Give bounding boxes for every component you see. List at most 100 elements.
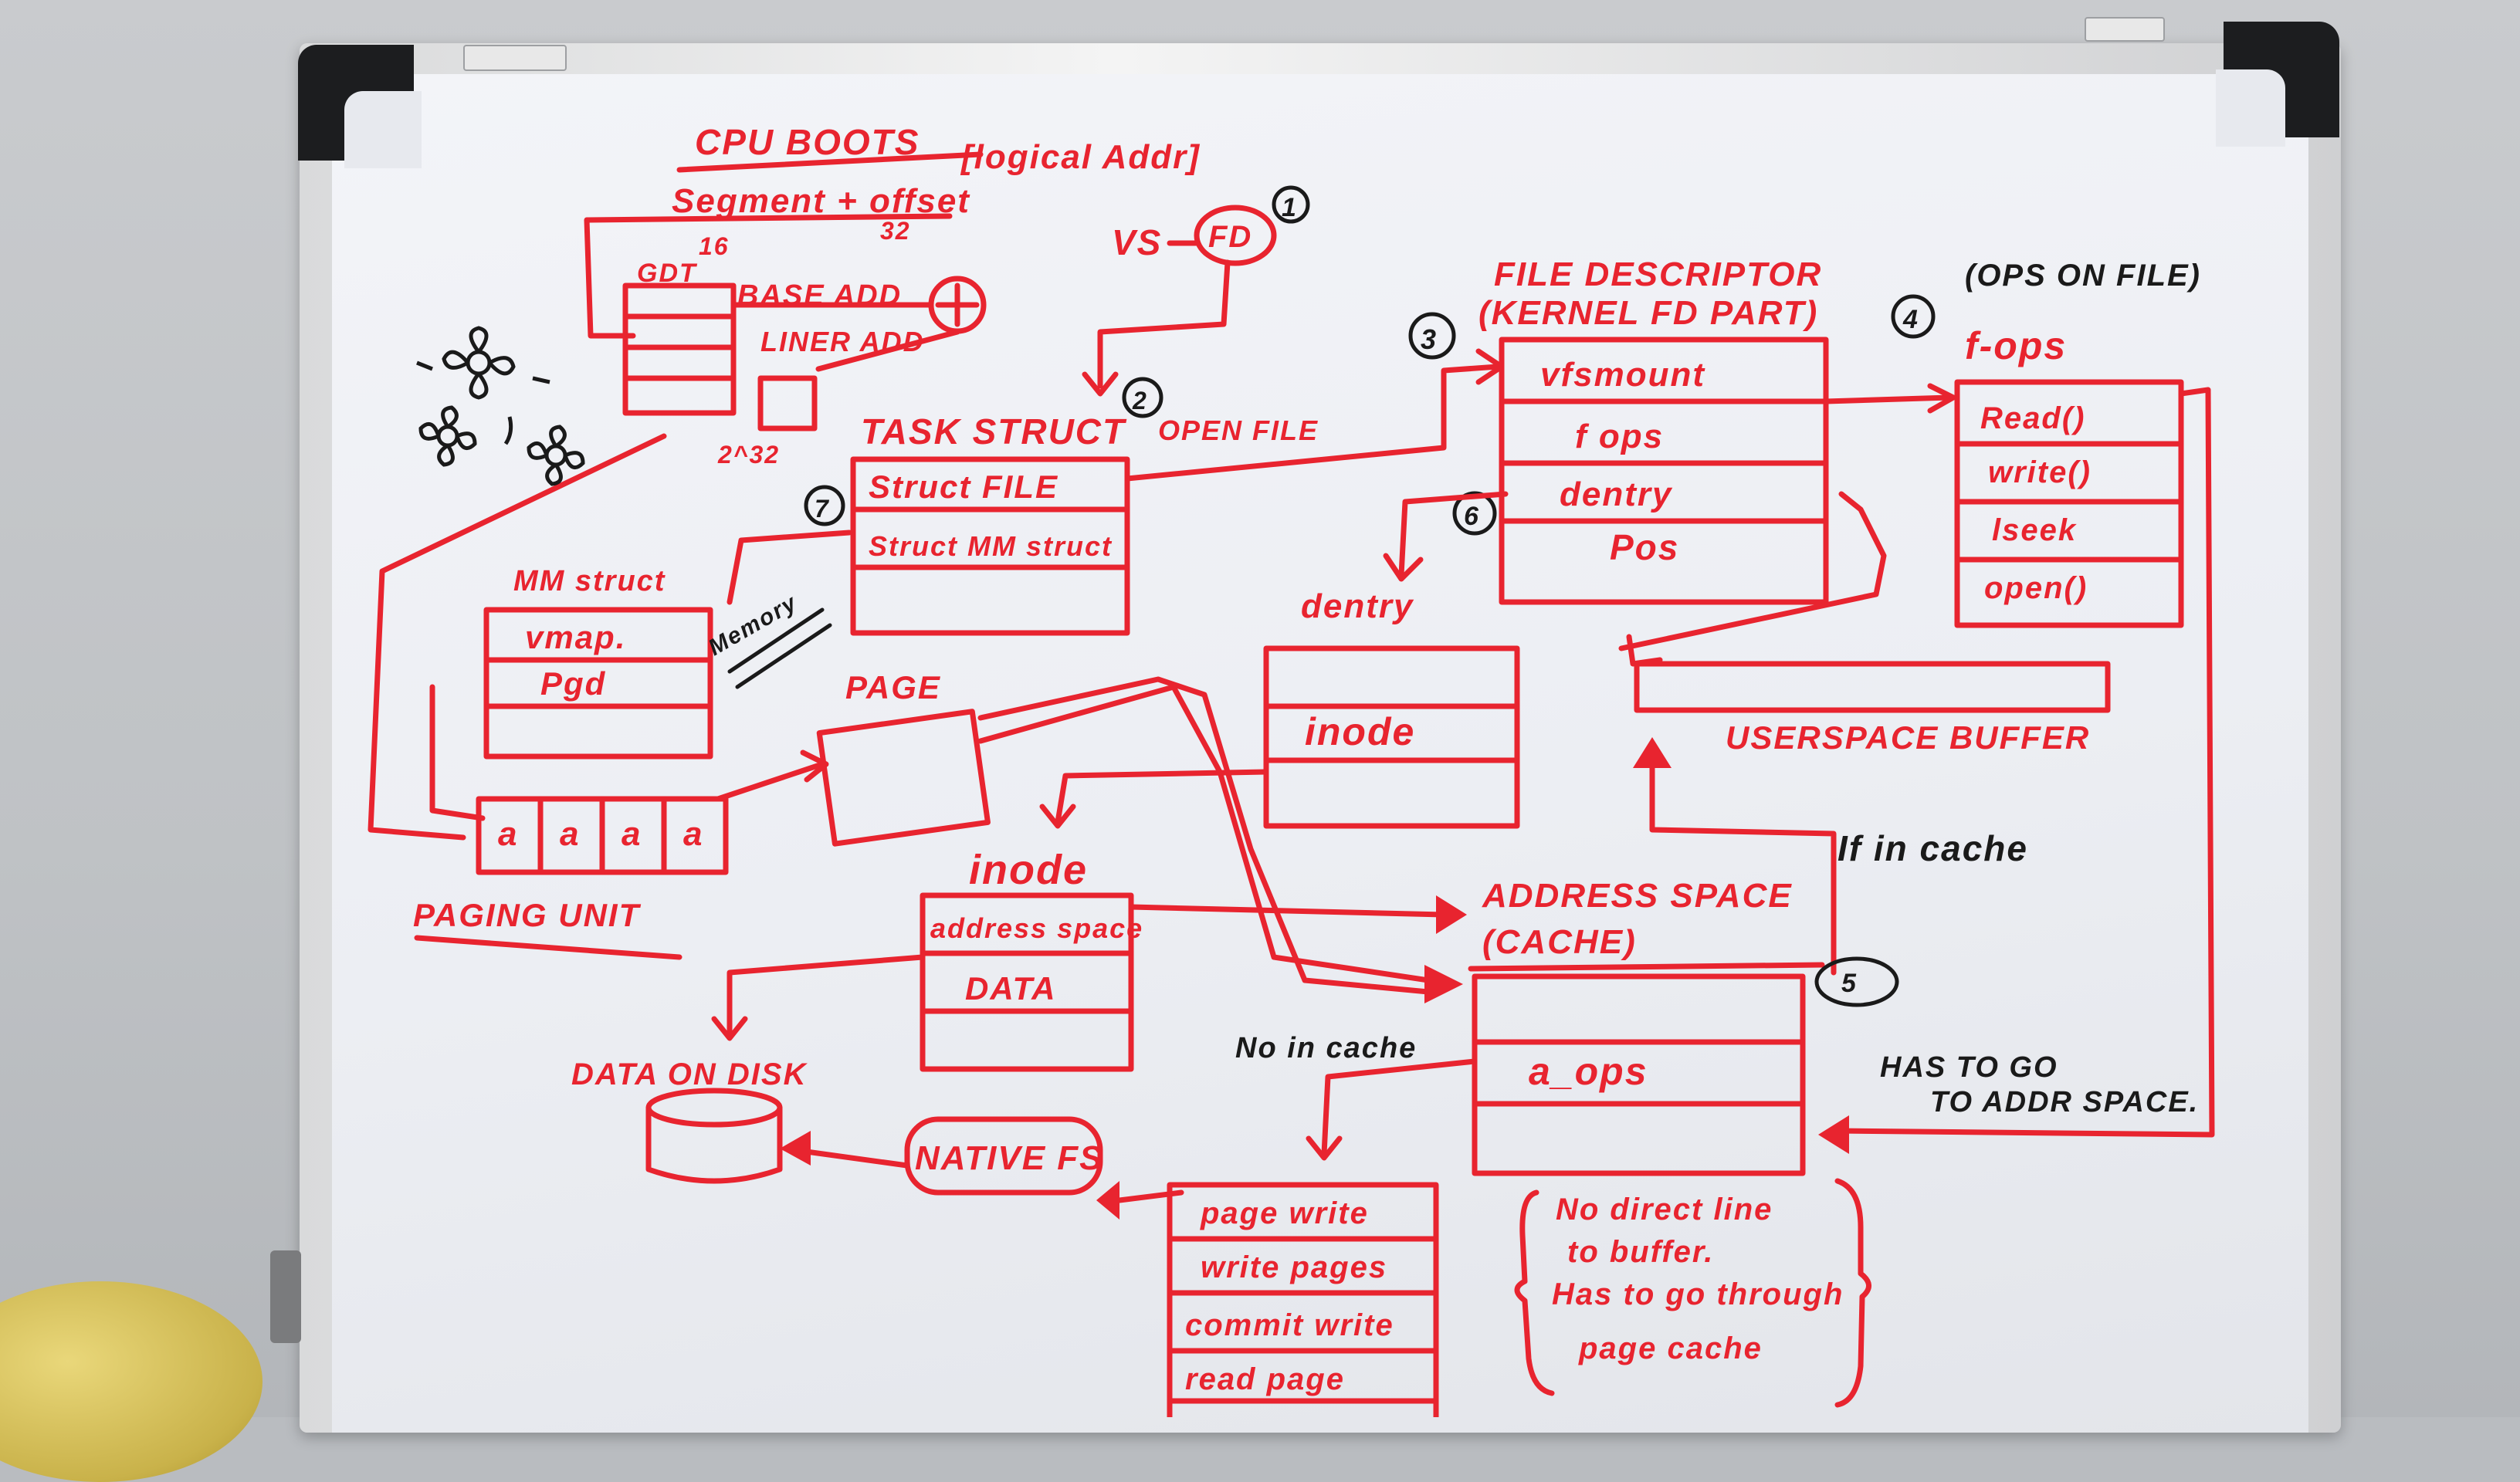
marker-circle-3 (1408, 312, 1456, 360)
marker-tray-clip (2085, 17, 2165, 42)
frame-corner-top-right (2216, 22, 2339, 147)
data-on-disk-label: DATA ON DISK (571, 1057, 808, 1091)
inode-title: inode (969, 847, 1088, 893)
whiteboard-drawing: CPU BOOTS Segment + offset 16 32 [logica… (368, 122, 2215, 1417)
arrowhead (1306, 1135, 1343, 1161)
segment-loop (584, 213, 953, 339)
marker-circle-6 (1452, 491, 1497, 536)
ops-on-file: (OPS ON FILE) (1965, 259, 2201, 293)
marker-3: 3 (1421, 323, 1438, 355)
dentry-row-inode: inode (1305, 710, 1415, 753)
fops-write: write() (1988, 455, 2092, 489)
pgd-to-paging-line (429, 684, 486, 821)
task-to-mm-arrow (727, 530, 852, 605)
aops-readpage: read page (1185, 1362, 1345, 1396)
file-descriptor-title: FILE DESCRIPTOR (1494, 255, 1822, 293)
arrowhead (711, 1016, 748, 1041)
page-box (816, 709, 991, 847)
arrowhead (1383, 553, 1424, 582)
cache-to-buffer-line (1649, 761, 1837, 976)
logical-address: [logical Addr] (960, 138, 1201, 176)
aops-functions-rows (1167, 1236, 1439, 1404)
underline (676, 151, 984, 173)
paging-unit-label: PAGING UNIT (413, 897, 642, 933)
address-space-box (1472, 973, 1806, 1176)
vs-label: VS (1112, 222, 1162, 262)
fops-lseek: lseek (1992, 513, 2077, 547)
liner-add: LINER ADD (760, 326, 925, 357)
fops-arrow (1823, 394, 1953, 404)
marker-7: 7 (815, 495, 830, 523)
marker-circle-1 (1272, 185, 1310, 224)
file-descriptor-box (1499, 337, 1829, 605)
task-row-file: Struct FILE (869, 469, 1058, 505)
fd-circle (1194, 205, 1277, 266)
note-line-4: page cache (1578, 1331, 1763, 1365)
marker-circle-2 (1122, 377, 1163, 418)
dentry-rows (1263, 703, 1520, 763)
offset-bits: 32 (880, 217, 911, 245)
aops-pagewrite: page write (1200, 1196, 1369, 1230)
note-line-2: to buffer. (1567, 1235, 1714, 1269)
userspace-buffer-box (1634, 661, 2111, 713)
title-cpu-boots: CPU BOOTS (695, 122, 920, 162)
mm-struct-box (483, 607, 713, 760)
marker-2: 2 (1132, 387, 1148, 414)
aops-writepages: write pages (1201, 1250, 1387, 1284)
flower-doodle (416, 326, 585, 486)
open-file-arrow (1124, 364, 1501, 482)
brace-left (1514, 1189, 1555, 1396)
mm-row-vmap: vmap. (525, 619, 626, 655)
task-row-mm: Struct MM struct (869, 530, 1113, 562)
pos-to-buffer-line (1618, 491, 1887, 651)
arrowhead (1082, 371, 1119, 397)
file-descriptor-rows (1499, 398, 1829, 524)
fd-row-vfsmount: vfsmount (1540, 356, 1705, 394)
task-struct-rows (850, 506, 1130, 570)
if-in-cache: If in cache (1838, 828, 2028, 868)
task-struct-box (850, 456, 1130, 636)
dentry-arrow (1398, 491, 1509, 578)
page-cell-4: a (683, 815, 703, 853)
dentry-title: dentry (1301, 587, 1414, 625)
f-ops-title: f-ops (1965, 324, 2067, 367)
dentry-box (1263, 645, 1520, 829)
no-in-cache: No in cache (1235, 1032, 1417, 1064)
page-cell-1: a (498, 815, 518, 853)
a-ops-label: a_ops (1529, 1050, 1648, 1093)
inode-rows (920, 950, 1134, 1014)
arrowhead (1424, 965, 1463, 1003)
address-space-top-line (1468, 962, 1825, 972)
arrowhead (1436, 895, 1467, 934)
adder-lines (730, 302, 960, 372)
fops-open: open() (1984, 571, 2088, 605)
fd-row-fops: f ops (1575, 418, 1664, 455)
marker-6: 6 (1464, 502, 1480, 531)
native-fs-box (904, 1116, 1103, 1196)
dentry-to-inode-arrow (1055, 769, 1269, 825)
bits-2-32: 2^32 (717, 441, 780, 469)
paging-to-page-arrow (715, 761, 825, 802)
inode-to-address-arrow (1128, 904, 1447, 918)
fd-row-dentry: dentry (1560, 475, 1673, 513)
gdt-rows (622, 313, 737, 381)
note-line-1: No direct line (1556, 1193, 1773, 1227)
open-file-label: OPEN FILE (1158, 414, 1319, 446)
cache-label: (CACHE) (1482, 923, 1637, 961)
fd-to-task-arrow (1097, 259, 1231, 389)
brace-right (1834, 1178, 1871, 1408)
aops-to-functions-arrow (1321, 1058, 1478, 1157)
marker-circle-4 (1891, 294, 1936, 339)
kernel-fd-part: (KERNEL FD PART) (1478, 294, 1818, 332)
whiteboard-surface (332, 74, 2308, 1433)
mm-struct-title: MM struct (513, 565, 666, 597)
inode-row-data: DATA (965, 970, 1056, 1007)
disk-top (645, 1088, 783, 1128)
arrowhead (1096, 1181, 1119, 1220)
memory-label: Memory (704, 590, 802, 661)
marker-1: 1 (1282, 193, 1298, 222)
marker-circle-7 (804, 485, 845, 526)
fd-label: FD (1208, 220, 1252, 254)
arrowhead (1927, 383, 1956, 414)
address-space-title: ADDRESS SPACE (1482, 877, 1793, 915)
